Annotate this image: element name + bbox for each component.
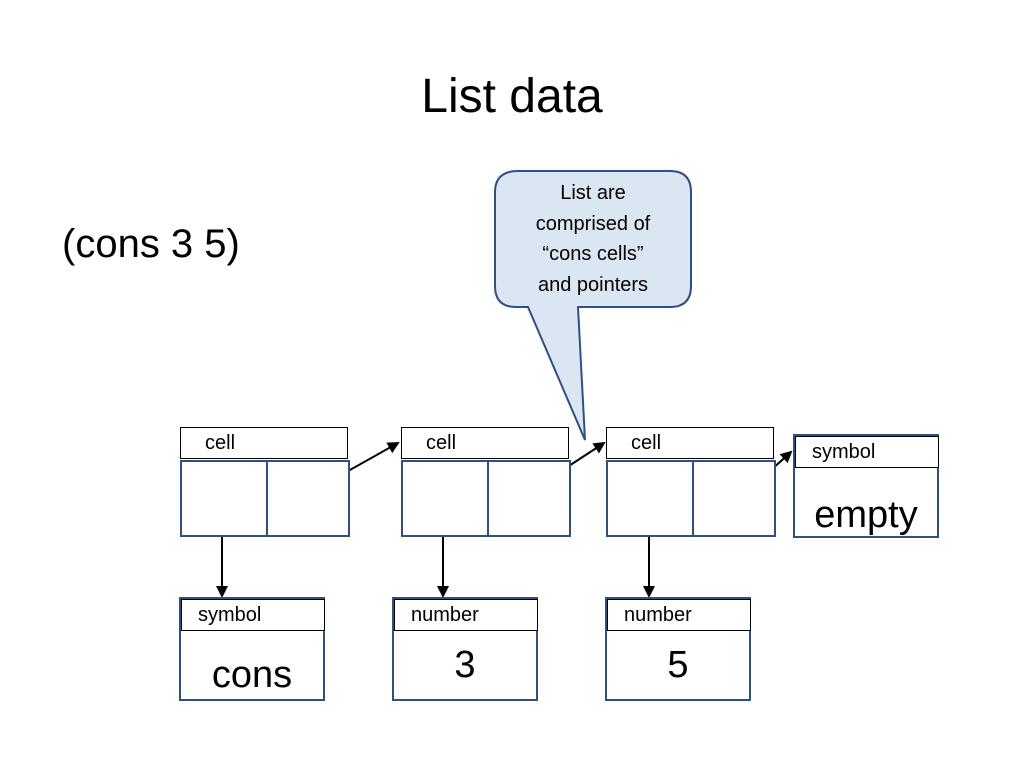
callout-line: comprised of bbox=[535, 212, 651, 235]
value-type-label: symbol bbox=[795, 436, 939, 468]
callout-line: List are bbox=[560, 182, 626, 204]
cell-divider bbox=[266, 462, 268, 535]
cell-divider bbox=[487, 462, 489, 535]
value-content: cons bbox=[211, 654, 293, 696]
callout-text: List are comprised of “cons cells” and p… bbox=[500, 178, 686, 300]
value-type-label: number bbox=[607, 599, 751, 631]
value-box-3: number 3 bbox=[392, 597, 538, 701]
cell-body bbox=[606, 460, 776, 537]
value-box-cons: symbol cons bbox=[179, 597, 325, 701]
value-box-5: number 5 bbox=[605, 597, 751, 701]
value-type-label: number bbox=[394, 599, 538, 631]
cell-label: cell bbox=[606, 427, 774, 459]
value-content: 3 bbox=[454, 644, 476, 686]
value-content: empty bbox=[814, 494, 918, 536]
cons-cell-3: cell bbox=[606, 427, 776, 537]
slide-title: List data bbox=[421, 70, 603, 123]
cell-label: cell bbox=[180, 427, 348, 459]
cell-divider bbox=[692, 462, 694, 535]
cell-body bbox=[180, 460, 350, 537]
cons-expression: (cons 3 5) bbox=[62, 222, 240, 266]
callout-line: “cons cells” bbox=[542, 243, 644, 265]
value-content: 5 bbox=[667, 644, 689, 686]
value-type-label: symbol bbox=[181, 599, 325, 631]
cell-label: cell bbox=[401, 427, 569, 459]
callout-bubble bbox=[494, 170, 692, 441]
callout-line: and pointers bbox=[537, 273, 649, 296]
value-box-empty: symbol empty bbox=[793, 434, 939, 538]
cons-cell-1: cell bbox=[180, 427, 350, 537]
cell-body bbox=[401, 460, 571, 537]
cons-cell-2: cell bbox=[401, 427, 571, 537]
